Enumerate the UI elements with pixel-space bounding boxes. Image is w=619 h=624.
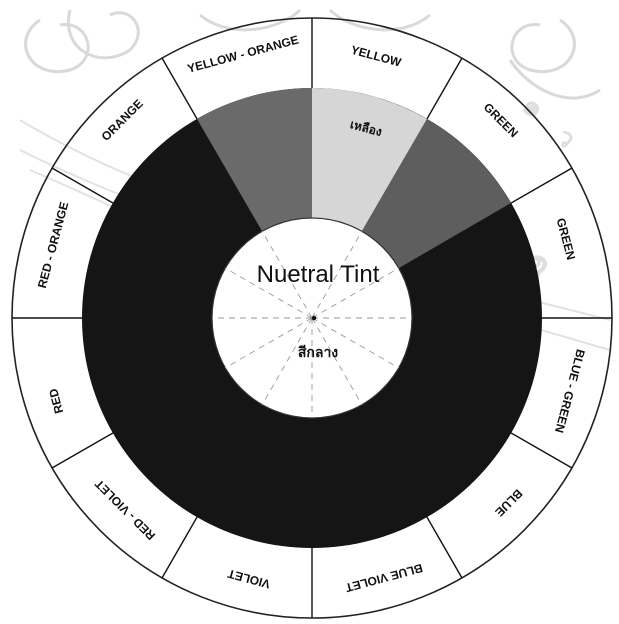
segment-label-green-2: GREEN	[554, 217, 579, 262]
center-subtitle: สีกลาง	[297, 345, 338, 361]
segment-label-blue-violet: BLUE VIOLET	[343, 561, 424, 595]
segment-label-orange: ORANGE	[99, 97, 146, 144]
segment-label-green: GREEN	[481, 100, 521, 140]
segment-label-blue: BLUE	[492, 486, 525, 519]
segment-label-red-orange: RED - ORANGE	[35, 200, 71, 289]
segment-label-violet: VIOLET	[226, 566, 272, 591]
segment-label-yellow: YELLOW	[349, 43, 403, 70]
segment-label-blue-green: BLUE - GREEN	[552, 348, 588, 435]
segment-label-red: RED	[46, 387, 66, 415]
center-dot	[312, 316, 316, 320]
center-title: Nuetral Tint	[257, 261, 380, 288]
svg-text:๑: ๑	[516, 87, 550, 127]
svg-text:ว: ว	[551, 122, 581, 154]
